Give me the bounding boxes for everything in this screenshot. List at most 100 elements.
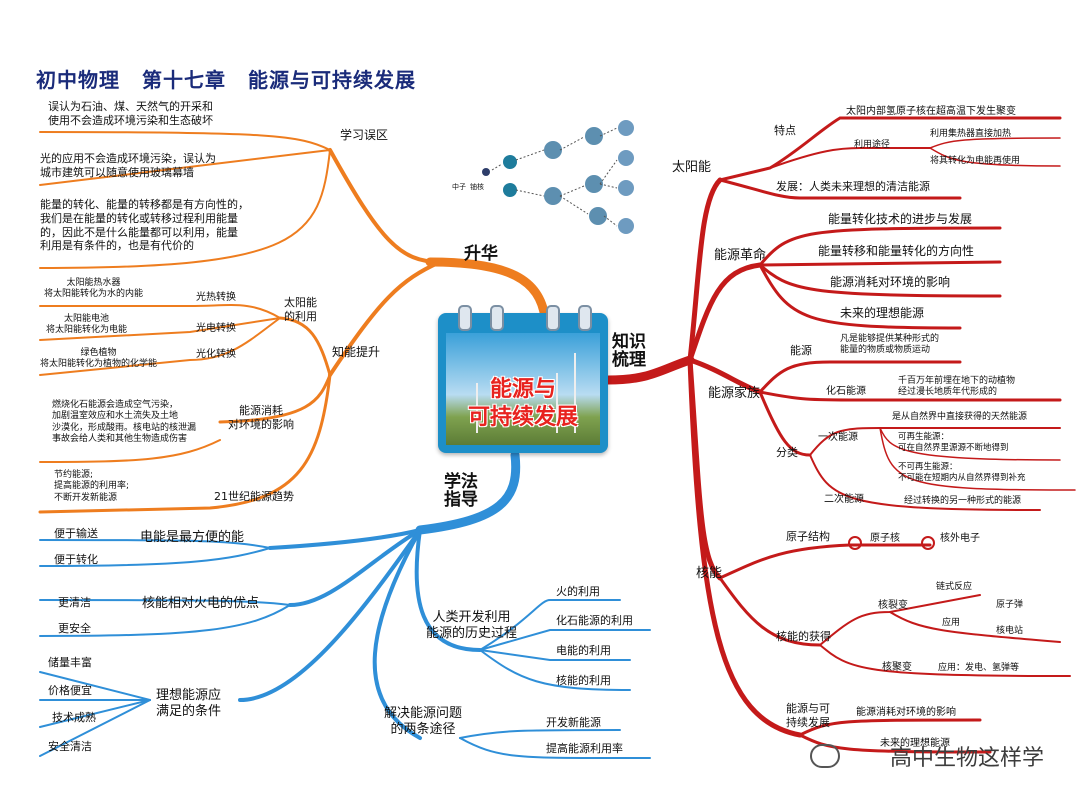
watermark-text: 高中生物这样学 — [889, 746, 1044, 771]
erci-label: 二次能源 — [824, 494, 864, 505]
geming-label: 能源革命 — [714, 248, 767, 263]
center-topic-card: 能源与 可持续发展 — [438, 305, 608, 453]
conversion-desc: 太阳能热水器 将太阳能转化为水的内能 — [44, 278, 144, 300]
wuqu-item: 能量的转化、能量的转移都是有方向性的， 我们是在能量的转化或转移过程利用能量 的… — [40, 198, 249, 253]
jubian-label: 核聚变 — [882, 662, 912, 673]
huode-label: 核能的获得 — [776, 630, 831, 643]
card-ring — [578, 305, 592, 331]
wuqu-item: 光的应用不会造成环境污染，误认为 城市建筑可以随意使用玻璃幕墙 — [40, 152, 216, 179]
fazhan-item: 发展：人类未来理想的清洁能源 — [776, 180, 930, 193]
lishi-label: 人类开发利用 能源的历史过程 — [426, 610, 518, 642]
lianshi-label: 链式反应 — [936, 582, 973, 592]
lishi-item: 化石能源的利用 — [556, 614, 633, 627]
wind-turbine — [574, 353, 576, 433]
yici-label: 一次能源 — [818, 432, 858, 443]
conversion-label: 光化转换 — [196, 349, 236, 360]
huashi-def: 千百万年前埋在地下的动植物 经过漫长地质年代形成的 — [898, 376, 1016, 398]
lixiang-item: 技术成熟 — [52, 711, 96, 724]
zhineng-tisheng-label: 知能提升 — [332, 345, 381, 359]
nuclear-fission-diagram — [482, 120, 634, 234]
liyong-label: 利用途径 — [854, 140, 891, 150]
center-title-line2: 可持续发展 — [467, 405, 578, 430]
dianneng-label: 电能是最方便的能 — [140, 530, 245, 545]
lishi-item: 火的利用 — [556, 585, 600, 598]
conversion-label: 光热转换 — [196, 292, 236, 303]
wechat-icon — [810, 744, 840, 768]
youdian-item: 更安全 — [58, 622, 91, 635]
title-topic: 能源与可持续发展 — [248, 68, 416, 92]
yuanzihe-label: 原子核 — [870, 533, 900, 544]
hedianzhan-label: 核电站 — [996, 626, 1024, 636]
red-branch-lines — [603, 116, 1076, 754]
tujing-item: 开发新能源 — [546, 716, 601, 729]
kechixu-item: 能源消耗对环境的影响 — [856, 707, 956, 718]
orange-branch-lines — [38, 131, 550, 514]
branch-zhishi: 知识 梳理 — [612, 332, 646, 370]
card-ring — [490, 305, 504, 331]
jiazu-label: 能源家族 — [708, 386, 761, 401]
yuanzi-label: 原子结构 — [786, 530, 830, 543]
wind-farm-image — [446, 333, 600, 445]
branch-shenghua: 升华 — [464, 244, 498, 264]
wuqu-item: 误认为石油、煤、天然气的开采和 使用不会造成环境污染和生态破坏 — [48, 100, 213, 127]
wind-turbine — [556, 373, 558, 433]
wind-turbine — [476, 383, 478, 433]
heneng-label: 核能 — [696, 566, 723, 581]
nucleus-label: 铀核 — [470, 183, 484, 191]
blue-branch-lines — [39, 450, 651, 760]
jubian-yingyong: 应用：发电、氢弹等 — [938, 663, 1020, 673]
youdian-label: 核能相对火电的优点 — [142, 596, 260, 611]
nengyuan-label: 能源 — [790, 344, 812, 357]
huanjing-label: 能源消耗 对环境的影响 — [228, 404, 294, 431]
taiyang-liyong-label: 太阳能 的利用 — [284, 296, 317, 323]
liyong-item: 将其转化为电能再使用 — [930, 156, 1021, 166]
tujing-item: 提高能源利用率 — [546, 742, 623, 755]
neutron-label: 中子 — [452, 183, 466, 191]
page-title: 初中物理第十七章能源与可持续发展 — [36, 64, 438, 93]
conversion-label: 光电转换 — [196, 323, 236, 334]
card-ring — [546, 305, 560, 331]
lixiang-item: 安全清洁 — [48, 740, 92, 753]
tujing-label: 解决能源问题 的两条途径 — [384, 706, 463, 738]
hewai-label: 核外电子 — [940, 533, 980, 544]
lixiang-label: 理想能源应 满足的条件 — [156, 688, 222, 720]
geming-item: 能源消耗对环境的影响 — [830, 275, 951, 289]
card-ring — [458, 305, 472, 331]
fenlei-label: 分类 — [776, 446, 798, 459]
lishi-item: 核能的利用 — [556, 674, 611, 687]
conversion-desc: 太阳能电池 将太阳能转化为电能 — [46, 314, 128, 336]
qushi-desc: 节约能源; 提高能源的利用率; 不断开发新能源 — [54, 470, 130, 503]
bukezaisheng: 不可再生能源： 不可能在短期内从自然界得到补充 — [898, 462, 1026, 483]
geming-item: 能量转化技术的进步与发展 — [828, 212, 973, 226]
title-chapter: 第十七章 — [142, 68, 226, 92]
taiyangneng-label: 太阳能 — [672, 160, 712, 175]
youdian-item: 更清洁 — [58, 596, 91, 609]
lishi-item: 电能的利用 — [556, 644, 611, 657]
title-course: 初中物理 — [36, 68, 120, 92]
huanjing-desc: 燃烧化石能源会造成空气污染， 加剧温室效应和水土流失及土地 沙漠化，形成酸雨。核… — [52, 400, 197, 444]
geming-item: 未来的理想能源 — [840, 306, 925, 320]
dianneng-item: 便于转化 — [54, 553, 98, 566]
yici-def: 是从自然界中直接获得的天然能源 — [892, 412, 1028, 422]
xuexi-wuqu-label: 学习误区 — [340, 128, 389, 142]
conversion-desc: 绿色植物 将太阳能转化为植物的化学能 — [40, 348, 158, 370]
liyong-item: 利用集热器直接加热 — [930, 129, 1012, 139]
nengyuan-def: 凡是能够提供某种形式的 能量的物质或物质运动 — [840, 334, 940, 356]
center-title-line1: 能源与 — [489, 377, 556, 402]
kechixu-item: 未来的理想能源 — [880, 738, 950, 749]
yuanzidan-label: 原子弹 — [996, 600, 1024, 610]
erci-def: 经过转换的另一种形式的能源 — [904, 496, 1022, 506]
branch-xuefa: 学法 指导 — [444, 472, 478, 510]
lixiang-item: 储量丰富 — [48, 656, 92, 669]
lixiang-item: 价格便宜 — [48, 684, 92, 697]
kezaisheng: 可再生能源： 可在自然界里源源不断地得到 — [898, 432, 1009, 453]
huashi-label: 化石能源 — [826, 386, 866, 397]
kechixu-label: 能源与可 持续发展 — [786, 702, 830, 729]
yingyong-label: 应用 — [942, 618, 961, 628]
geming-item: 能量转移和能量转化的方向性 — [818, 244, 975, 258]
dianneng-item: 便于输送 — [54, 527, 98, 540]
qushi-label: 21世纪能源趋势 — [214, 490, 294, 503]
tedian-label: 特点 — [774, 124, 796, 137]
liebian-label: 核裂变 — [878, 600, 908, 611]
